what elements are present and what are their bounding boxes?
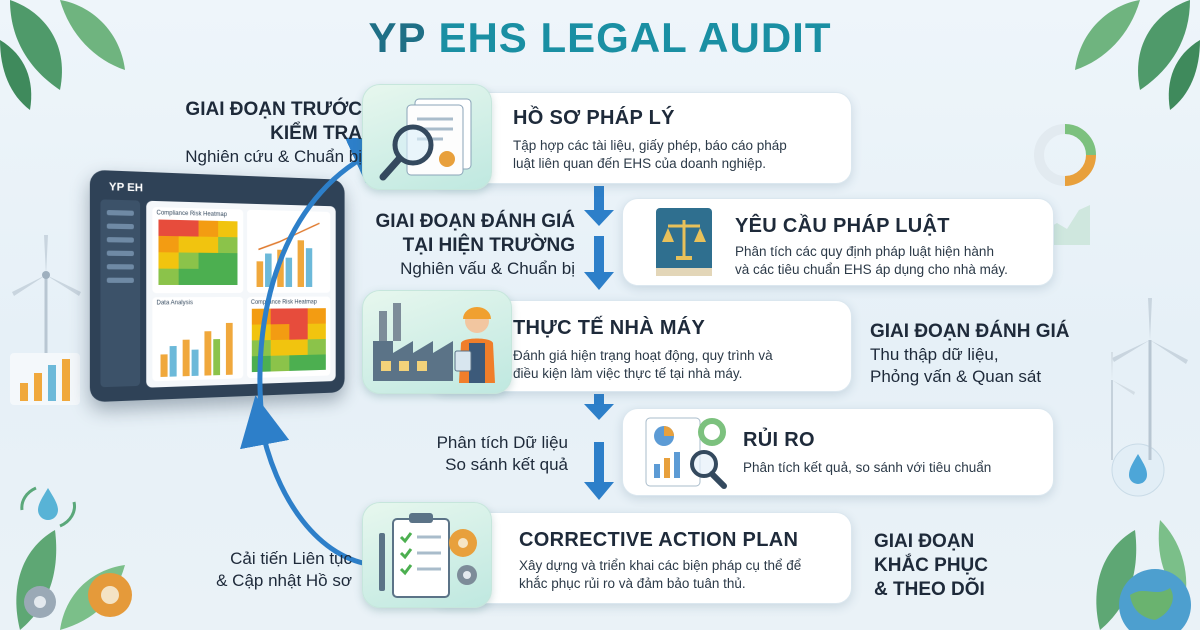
down-arrow-1 — [584, 186, 614, 226]
dashboard-panel-bars-1 — [247, 209, 331, 293]
cycle-arc-back — [240, 395, 376, 568]
title-brand: YP — [368, 14, 439, 61]
leaves-gears-bottom-left-decoration — [16, 530, 132, 630]
cycle-arc-up — [257, 137, 401, 421]
improve-line-1: Cải tiến Liên tục — [230, 549, 352, 568]
dashboard-panel-heatmap-1: Compliance Risk Heatmap — [152, 207, 244, 294]
step2-desc-2: và các tiêu chuẩn EHS áp dụng cho nhà má… — [735, 262, 1008, 277]
globe-leaves-bottom-right-decoration — [1096, 520, 1191, 630]
dashboard-panel-bars-2: Data Analysis — [152, 296, 244, 382]
down-arrow-3 — [584, 394, 614, 420]
checklist-gear-icon — [362, 502, 492, 608]
onsite-heading-2: TẠI HIỆN TRƯỜNG — [402, 235, 575, 256]
step2-desc-1: Phân tích các quy định pháp luật hiện hà… — [735, 244, 994, 259]
pre-inspection-sub: Nghiên cứu & Chuẩn bị — [185, 147, 362, 166]
remediation-heading-3: & THEO DÕI — [874, 579, 985, 600]
down-arrow-2 — [584, 236, 614, 290]
step2-title: YÊU CẦU PHÁP LUẬT — [735, 215, 950, 237]
assessment-heading: GIAI ĐOẠN ĐÁNH GIÁ — [870, 321, 1070, 342]
risk-report-icon — [645, 417, 727, 489]
step4-title: RỦI RO — [743, 429, 815, 451]
step4-desc-1: Phân tích kết quả, so sánh với tiêu chuẩ… — [743, 460, 992, 475]
assessment-sub-2: Phỏng vấn & Quan sát — [870, 367, 1042, 386]
heatmap-1 — [158, 219, 238, 286]
wind-turbine-left-icon — [12, 235, 81, 380]
step5-title: CORRECTIVE ACTION PLAN — [519, 529, 799, 551]
assessment-sub-1: Thu thập dữ liệu, — [870, 345, 999, 364]
step-card-legal-dossier: HỒ SƠ PHÁP LÝ Tập hợp các tài liệu, giấy… — [430, 92, 852, 184]
label-onsite: GIAI ĐOẠN ĐÁNH GIÁ TẠI HIỆN TRƯỜNG Nghiê… — [300, 210, 576, 280]
bar-chart-left-decoration — [10, 353, 80, 405]
leaves-top-left-decoration — [0, 0, 125, 110]
step1-title: HỒ SƠ PHÁP LÝ — [513, 107, 675, 129]
leaves-top-right-decoration — [1075, 0, 1200, 110]
label-analysis: Phân tích Dữ liệu So sánh kết quả — [360, 432, 568, 476]
improve-line-2: & Cập nhật Hồ sơ — [216, 571, 352, 590]
step5-desc-2: khắc phục rủi ro và đảm bảo tuân thủ. — [519, 576, 746, 591]
factory-worker-icon — [362, 290, 512, 394]
area-chart-decoration — [1045, 205, 1090, 245]
onsite-sub: Nghiên vấu & Chuẩn bị — [400, 259, 575, 278]
analysis-line-1: Phân tích Dữ liệu — [436, 433, 568, 452]
bar-chart-2 — [160, 322, 233, 377]
bar-chart-1 — [247, 210, 330, 287]
step5-desc-1: Xây dựng và triển khai các biện pháp cụ … — [519, 558, 802, 573]
water-cycle-icon — [20, 486, 76, 528]
page-title: YP EHS LEGAL AUDIT — [0, 14, 1200, 62]
wind-turbines-right-icon — [1111, 298, 1188, 460]
analysis-line-2: So sánh kết quả — [445, 455, 568, 474]
step-card-corrective-action: CORRECTIVE ACTION PLAN Xây dựng và triển… — [430, 512, 852, 604]
remediation-heading-1: GIAI ĐOẠN — [874, 531, 975, 552]
pre-inspection-heading-2: KIỂM TRA — [270, 123, 362, 144]
pre-inspection-heading-1: GIAI ĐOẠN TRƯỚC — [185, 99, 362, 120]
law-book-scales-icon — [656, 208, 712, 276]
step3-title: THỰC TẾ NHÀ MÁY — [513, 317, 706, 339]
down-arrow-4 — [584, 442, 614, 500]
donut-chart-decoration — [1034, 124, 1096, 186]
step3-desc-2: điều kiện làm việc thực tế tại nhà máy. — [513, 366, 743, 381]
step1-desc-1: Tập hợp các tài liệu, giấy phép, báo cáo… — [513, 138, 787, 153]
label-assessment: GIAI ĐOẠN ĐÁNH GIÁ Thu thập dữ liệu, Phỏ… — [870, 320, 1100, 388]
step3-desc-1: Đánh giá hiện trạng hoạt động, quy trình… — [513, 348, 773, 363]
label-improve: Cải tiến Liên tục & Cập nhật Hồ sơ — [160, 548, 352, 592]
remediation-heading-2: KHẮC PHỤC — [874, 555, 988, 576]
onsite-heading-1: GIAI ĐOẠN ĐÁNH GIÁ — [375, 211, 576, 232]
step1-desc-2: luật liên quan đến EHS của doanh nghiệp. — [513, 156, 766, 171]
document-magnifier-icon — [362, 84, 492, 190]
label-remediation: GIAI ĐOẠN KHẮC PHỤC & THEO DÕI — [874, 530, 1054, 602]
title-main: EHS LEGAL AUDIT — [438, 14, 832, 61]
label-pre-inspection: GIAI ĐOẠN TRƯỚC KIỂM TRA Nghiên cứu & Ch… — [80, 98, 362, 168]
